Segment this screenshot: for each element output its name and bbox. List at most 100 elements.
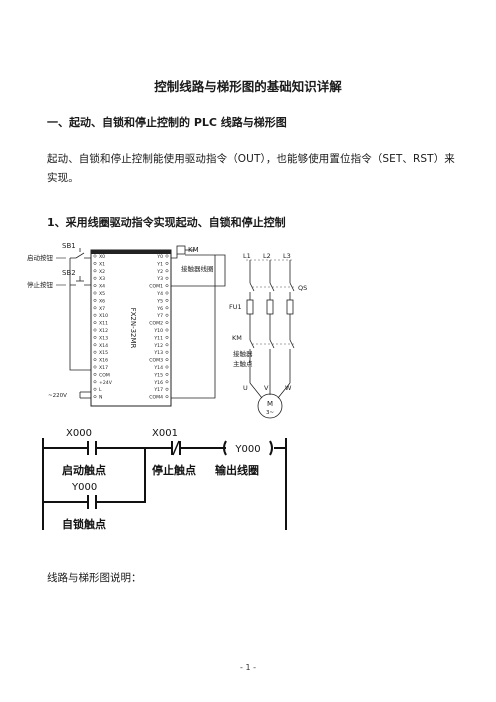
- plc-terminal-dot: [93, 358, 97, 362]
- plc-terminal-dot: [165, 284, 169, 288]
- plc-terminal-label: X1: [99, 261, 105, 267]
- plc-terminal-label: Y4: [156, 291, 163, 297]
- plc-terminal-label: X2: [99, 269, 105, 275]
- plc-block: FX2N-32MR X0X1X2X3X4X5X6X7X10X11X12X13X1…: [90, 249, 172, 407]
- plc-terminal-dot: [93, 387, 97, 391]
- plc-terminal-dot: [165, 261, 169, 265]
- plc-right-terminals: Y0Y1Y2Y3COM1Y4Y5Y6Y7COM2Y10Y11Y12Y13COM3…: [149, 254, 169, 401]
- l2-label: L2: [263, 252, 271, 260]
- plc-terminal-dot: [93, 269, 97, 273]
- self-lock-label: 自锁触点: [62, 517, 106, 531]
- plc-terminal-label: COM3: [149, 358, 163, 364]
- document-title: 控制线路与梯形图的基础知识详解: [154, 79, 342, 94]
- motor-label: M: [267, 400, 273, 408]
- plc-terminal-dot: [93, 321, 97, 325]
- output-coil-label: 输出线圈: [215, 463, 259, 477]
- plc-terminal-label: COM4: [149, 395, 163, 401]
- subsection-heading: 1、采用线圈驱动指令实现起动、自锁和停止控制: [47, 216, 286, 229]
- plc-terminal-label: Y13: [153, 350, 163, 356]
- plc-terminal-label: X11: [99, 321, 108, 327]
- plc-terminal-dot: [93, 284, 97, 288]
- motor-circuit: [246, 259, 296, 419]
- plc-terminal-label: X15: [99, 350, 108, 356]
- plc-terminal-label: X13: [99, 335, 108, 341]
- plc-terminal-label: Y1: [156, 261, 163, 267]
- contactor-coil-label: 接触器线圈: [181, 264, 214, 273]
- ladder-x000-label: X000: [66, 428, 92, 439]
- plc-terminal-label: Y6: [156, 306, 163, 312]
- plc-terminal-label: Y7: [156, 313, 163, 319]
- y000-coil-left: [223, 440, 227, 456]
- ladder-diagram: [42, 438, 287, 530]
- plc-terminal-dot: [165, 395, 169, 399]
- plc-terminal-dot: [93, 343, 97, 347]
- l1-label: L1: [243, 252, 251, 260]
- main-contact-label-1: 接触器: [233, 349, 253, 358]
- y000-contact: [87, 495, 97, 509]
- km-label: KM: [188, 246, 199, 254]
- x000-contact: [87, 441, 97, 455]
- stop-button-label: 停止按钮: [27, 280, 54, 289]
- plc-terminal-label: COM1: [149, 284, 163, 290]
- sb1-label: SB1: [62, 242, 76, 250]
- plc-terminal-dot: [93, 328, 97, 332]
- plc-terminal-label: X6: [99, 298, 105, 304]
- ladder-x001-label: X001: [152, 428, 178, 439]
- input-wiring: [56, 248, 91, 399]
- km-coil-symbol: [176, 245, 186, 255]
- plc-terminal-label: COM2: [149, 321, 163, 327]
- plc-terminal-label: L: [99, 387, 102, 393]
- main-contact-label-2: 主触点: [233, 359, 253, 368]
- explanation-label: 线路与梯形图说明：: [47, 572, 142, 584]
- plc-terminal-label: X0: [99, 254, 105, 260]
- plc-terminal-dot: [93, 395, 97, 399]
- u-label: U: [243, 384, 248, 392]
- plc-terminal-label: Y2: [156, 269, 163, 275]
- plc-terminal-dot: [165, 350, 169, 354]
- output-wiring: [171, 245, 226, 399]
- page-number: - 1 -: [240, 663, 256, 672]
- plc-terminal-dot: [165, 365, 169, 369]
- plc-terminal-dot: [165, 254, 169, 258]
- plc-terminal-label: X4: [99, 284, 105, 290]
- plc-terminal-label: Y5: [156, 298, 163, 304]
- qs-label: QS: [298, 284, 307, 292]
- plc-terminal-dot: [165, 269, 169, 273]
- plc-terminal-label: Y16: [153, 380, 163, 386]
- plc-terminal-label: +24V: [99, 380, 113, 386]
- w-label: W: [285, 384, 292, 392]
- plc-terminal-dot: [93, 365, 97, 369]
- plc-terminal-label: X14: [99, 343, 108, 349]
- plc-terminal-label: X7: [99, 306, 105, 312]
- plc-terminal-dot: [165, 291, 169, 295]
- plc-terminal-dot: [165, 358, 169, 362]
- plc-terminal-label: X17: [99, 365, 108, 371]
- intro-paragraph: 起动、自锁和停止控制能使用驱动指令（OUT），也能够使用置位指令（SET、RST…: [47, 153, 455, 184]
- plc-terminal-label: Y10: [153, 328, 163, 334]
- plc-terminal-label: X16: [99, 358, 108, 364]
- plc-terminal-label: Y14: [153, 365, 163, 371]
- power-label: ~220V: [48, 393, 67, 399]
- fu-label: FU1: [229, 303, 242, 311]
- plc-terminal-dot: [93, 298, 97, 302]
- plc-terminal-dot: [165, 372, 169, 376]
- plc-terminal-dot: [93, 306, 97, 310]
- motor-km-label: KM: [232, 334, 242, 342]
- plc-terminal-label: X5: [99, 291, 105, 297]
- plc-terminal-dot: [165, 313, 169, 317]
- plc-terminal-dot: [93, 313, 97, 317]
- plc-terminal-dot: [165, 335, 169, 339]
- l3-label: L3: [283, 252, 291, 260]
- plc-terminal-dot: [165, 387, 169, 391]
- plc-left-terminals: X0X1X2X3X4X5X6X7X10X11X12X13X14X15X16X17…: [93, 254, 113, 401]
- plc-terminal-label: X3: [99, 276, 105, 282]
- plc-terminal-dot: [93, 261, 97, 265]
- plc-terminal-dot: [93, 335, 97, 339]
- ladder-y000-contact-label: Y000: [71, 482, 97, 493]
- start-contact-label: 启动触点: [62, 463, 106, 477]
- plc-terminal-dot: [93, 291, 97, 295]
- plc-terminal-label: Y15: [153, 372, 163, 378]
- plc-terminal-dot: [93, 276, 97, 280]
- v-label: V: [264, 384, 269, 392]
- motor-sub-label: 3~: [266, 410, 274, 416]
